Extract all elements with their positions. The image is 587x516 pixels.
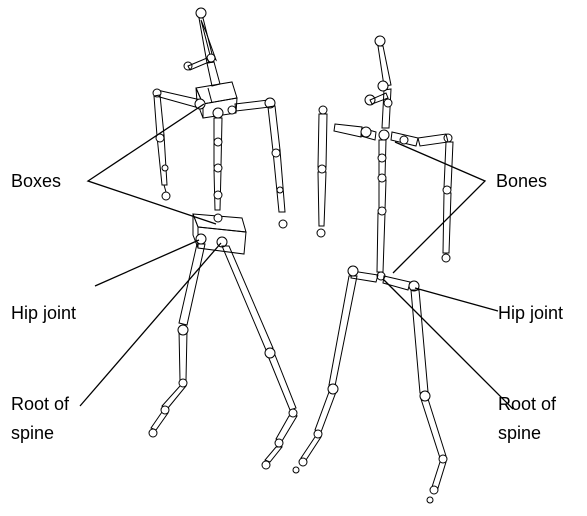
label-root-of-spine-left-line1: Root of bbox=[11, 394, 70, 414]
bone-skeleton-left-arm bbox=[317, 114, 327, 237]
bone-skeleton-right-leg bbox=[411, 290, 447, 503]
box-skeleton-pelvis-box bbox=[193, 214, 246, 254]
box-skeleton-right-leg bbox=[222, 246, 297, 469]
leader-bones bbox=[393, 142, 485, 273]
box-skeleton-spine bbox=[214, 118, 222, 210]
label-root-of-spine-right-line2: spine bbox=[498, 423, 541, 443]
label-hip-joint-right: Hip joint bbox=[498, 303, 563, 323]
label-root-of-spine-left-line2: spine bbox=[11, 423, 54, 443]
leader-boxes bbox=[88, 104, 216, 224]
label-bones: Bones bbox=[496, 171, 547, 191]
leader-right-root bbox=[383, 279, 513, 409]
bone-skeleton-head bbox=[365, 36, 392, 128]
bone-skeleton-right-arm bbox=[442, 142, 453, 262]
box-skeleton-right-arm bbox=[268, 106, 287, 228]
label-hip-joint-left: Hip joint bbox=[11, 303, 76, 323]
bone-skeleton bbox=[293, 36, 453, 503]
bone-skeleton-spine bbox=[377, 140, 386, 280]
box-skeleton-left-arm bbox=[154, 95, 170, 200]
leader-right-hip bbox=[415, 288, 498, 311]
box-skeleton-shoulders bbox=[153, 89, 275, 118]
leader-left-root bbox=[80, 243, 221, 406]
box-skeleton-head bbox=[184, 8, 220, 86]
bone-skeleton-left-leg bbox=[293, 276, 357, 473]
label-boxes: Boxes bbox=[11, 171, 61, 191]
box-skeleton bbox=[149, 8, 297, 469]
box-skeleton-left-leg bbox=[149, 244, 205, 437]
leader-left-hip bbox=[95, 240, 199, 286]
label-root-of-spine-right-line1: Root of bbox=[498, 394, 557, 414]
